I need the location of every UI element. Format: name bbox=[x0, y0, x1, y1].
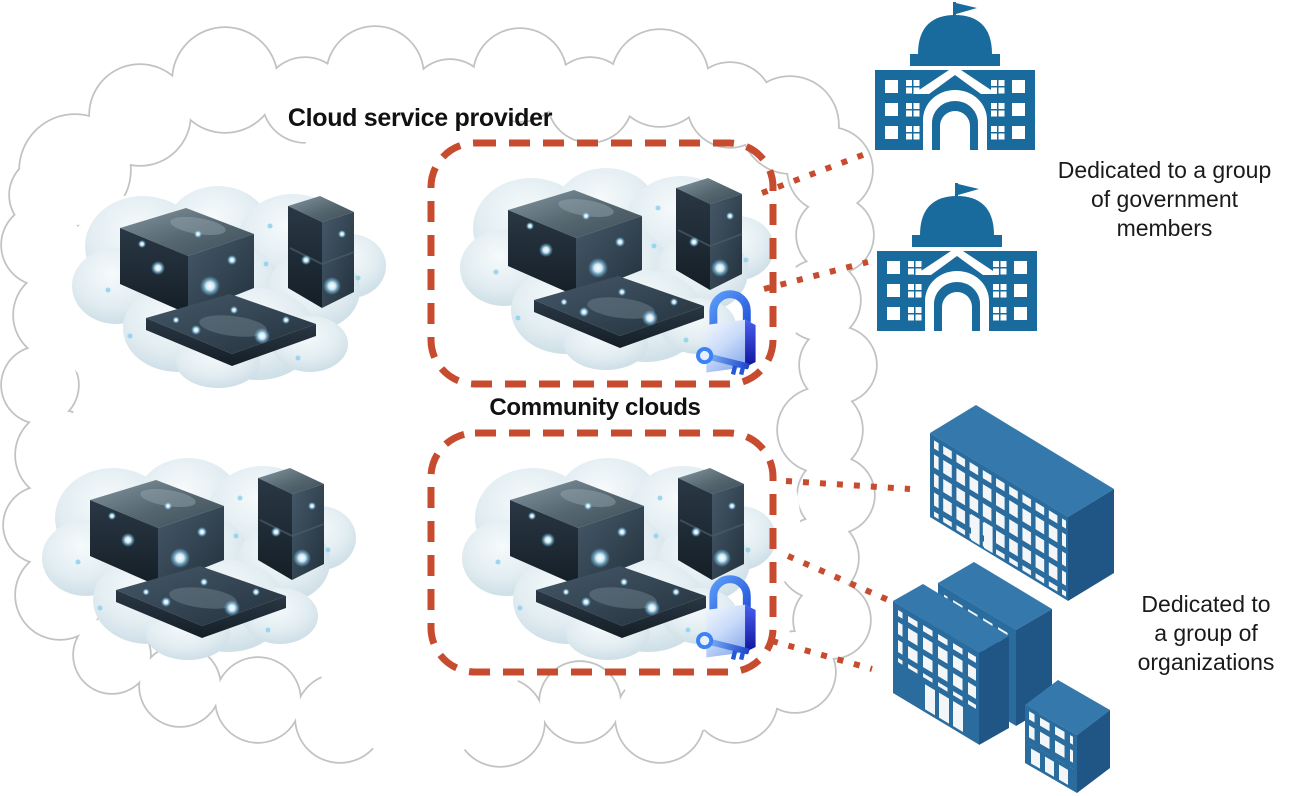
connector-dotted-line bbox=[785, 478, 911, 492]
government-building-icon bbox=[877, 183, 1037, 331]
big-cloud-outline bbox=[0, 25, 878, 768]
government-caption-line-3: members bbox=[1116, 215, 1213, 241]
connector-dotted-line bbox=[771, 638, 873, 672]
office-building-large-icon bbox=[930, 405, 1114, 601]
office-building-medium-icon bbox=[893, 562, 1052, 745]
community-clouds-label: Community clouds bbox=[489, 394, 701, 421]
organizations-caption-line-1: Dedicated to bbox=[1141, 591, 1271, 617]
office-building-small-icon bbox=[1025, 680, 1110, 794]
cloud-service-provider-label: Cloud service provider bbox=[287, 104, 553, 132]
organizations-caption: Dedicated to a group of organizations bbox=[1118, 590, 1294, 677]
government-caption-line-1: Dedicated to a group bbox=[1057, 157, 1272, 183]
organizations-caption-line-3: organizations bbox=[1137, 649, 1275, 675]
connector-dotted-line bbox=[786, 553, 897, 606]
government-caption: Dedicated to a group of government membe… bbox=[1035, 156, 1294, 243]
connector-dotted-line bbox=[760, 150, 870, 196]
organizations-caption-line-2: a group of bbox=[1154, 620, 1258, 646]
government-building-icon bbox=[875, 2, 1035, 150]
connector-dotted-line bbox=[763, 259, 869, 292]
government-caption-line-2: of government bbox=[1090, 186, 1239, 212]
